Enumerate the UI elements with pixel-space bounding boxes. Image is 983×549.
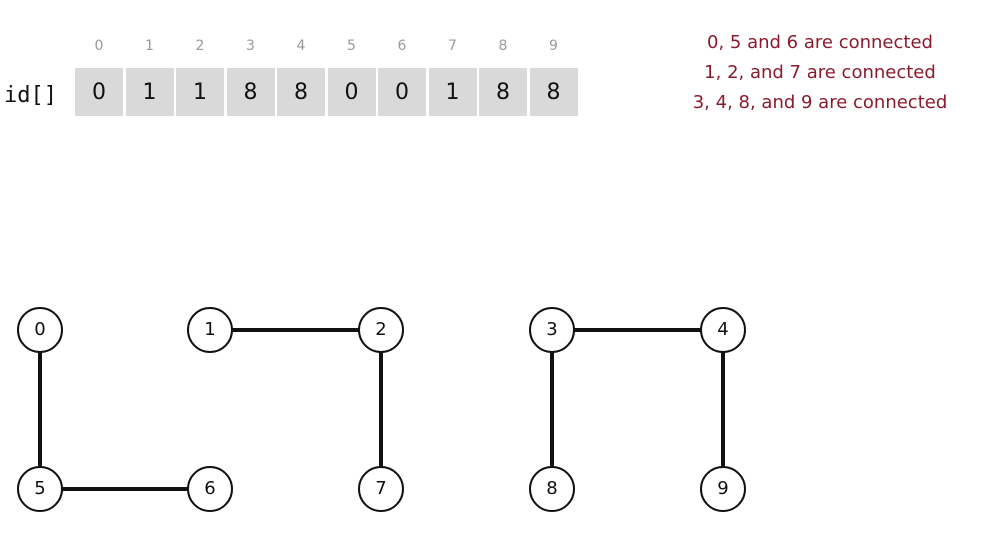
graph-node: 6 [187, 466, 233, 512]
array-index-label: 5 [347, 38, 356, 54]
array-cell: 1 [176, 68, 224, 116]
graph-node: 5 [17, 466, 63, 512]
connection-note: 1, 2, and 7 are connected [704, 62, 936, 83]
array-cell: 8 [529, 68, 578, 116]
array-index-label: 8 [498, 38, 508, 54]
graph-node: 9 [700, 466, 746, 512]
array-index-label: 2 [195, 38, 205, 54]
array-cell: 8 [479, 68, 527, 116]
array-index-label: 1 [145, 38, 154, 54]
graph-node: 0 [17, 307, 63, 353]
array-cell: 0 [327, 68, 376, 116]
array-name: id[] [4, 83, 57, 108]
array-cell: 0 [378, 68, 426, 116]
array-index-label: 7 [448, 38, 457, 54]
graph-node: 4 [700, 307, 746, 353]
connection-note: 3, 4, 8, and 9 are connected [692, 92, 948, 113]
array-index-label: 0 [94, 38, 104, 54]
graph-node: 8 [529, 466, 575, 512]
array-cell: 1 [428, 68, 477, 116]
array-cell: 8 [277, 68, 325, 116]
connection-note: 0, 5 and 6 are connected [707, 32, 933, 53]
graph-node: 3 [529, 307, 575, 353]
array-cell: 0 [75, 68, 123, 116]
array-cell: 1 [125, 68, 174, 116]
array-index-label: 4 [296, 38, 306, 54]
array-index-label: 6 [397, 38, 407, 54]
array-cell: 8 [226, 68, 275, 116]
graph-node: 1 [187, 307, 233, 353]
graph-node: 2 [358, 307, 404, 353]
array-index-label: 9 [549, 38, 558, 54]
array-index-label: 3 [246, 38, 255, 54]
graph-node: 7 [358, 466, 404, 512]
